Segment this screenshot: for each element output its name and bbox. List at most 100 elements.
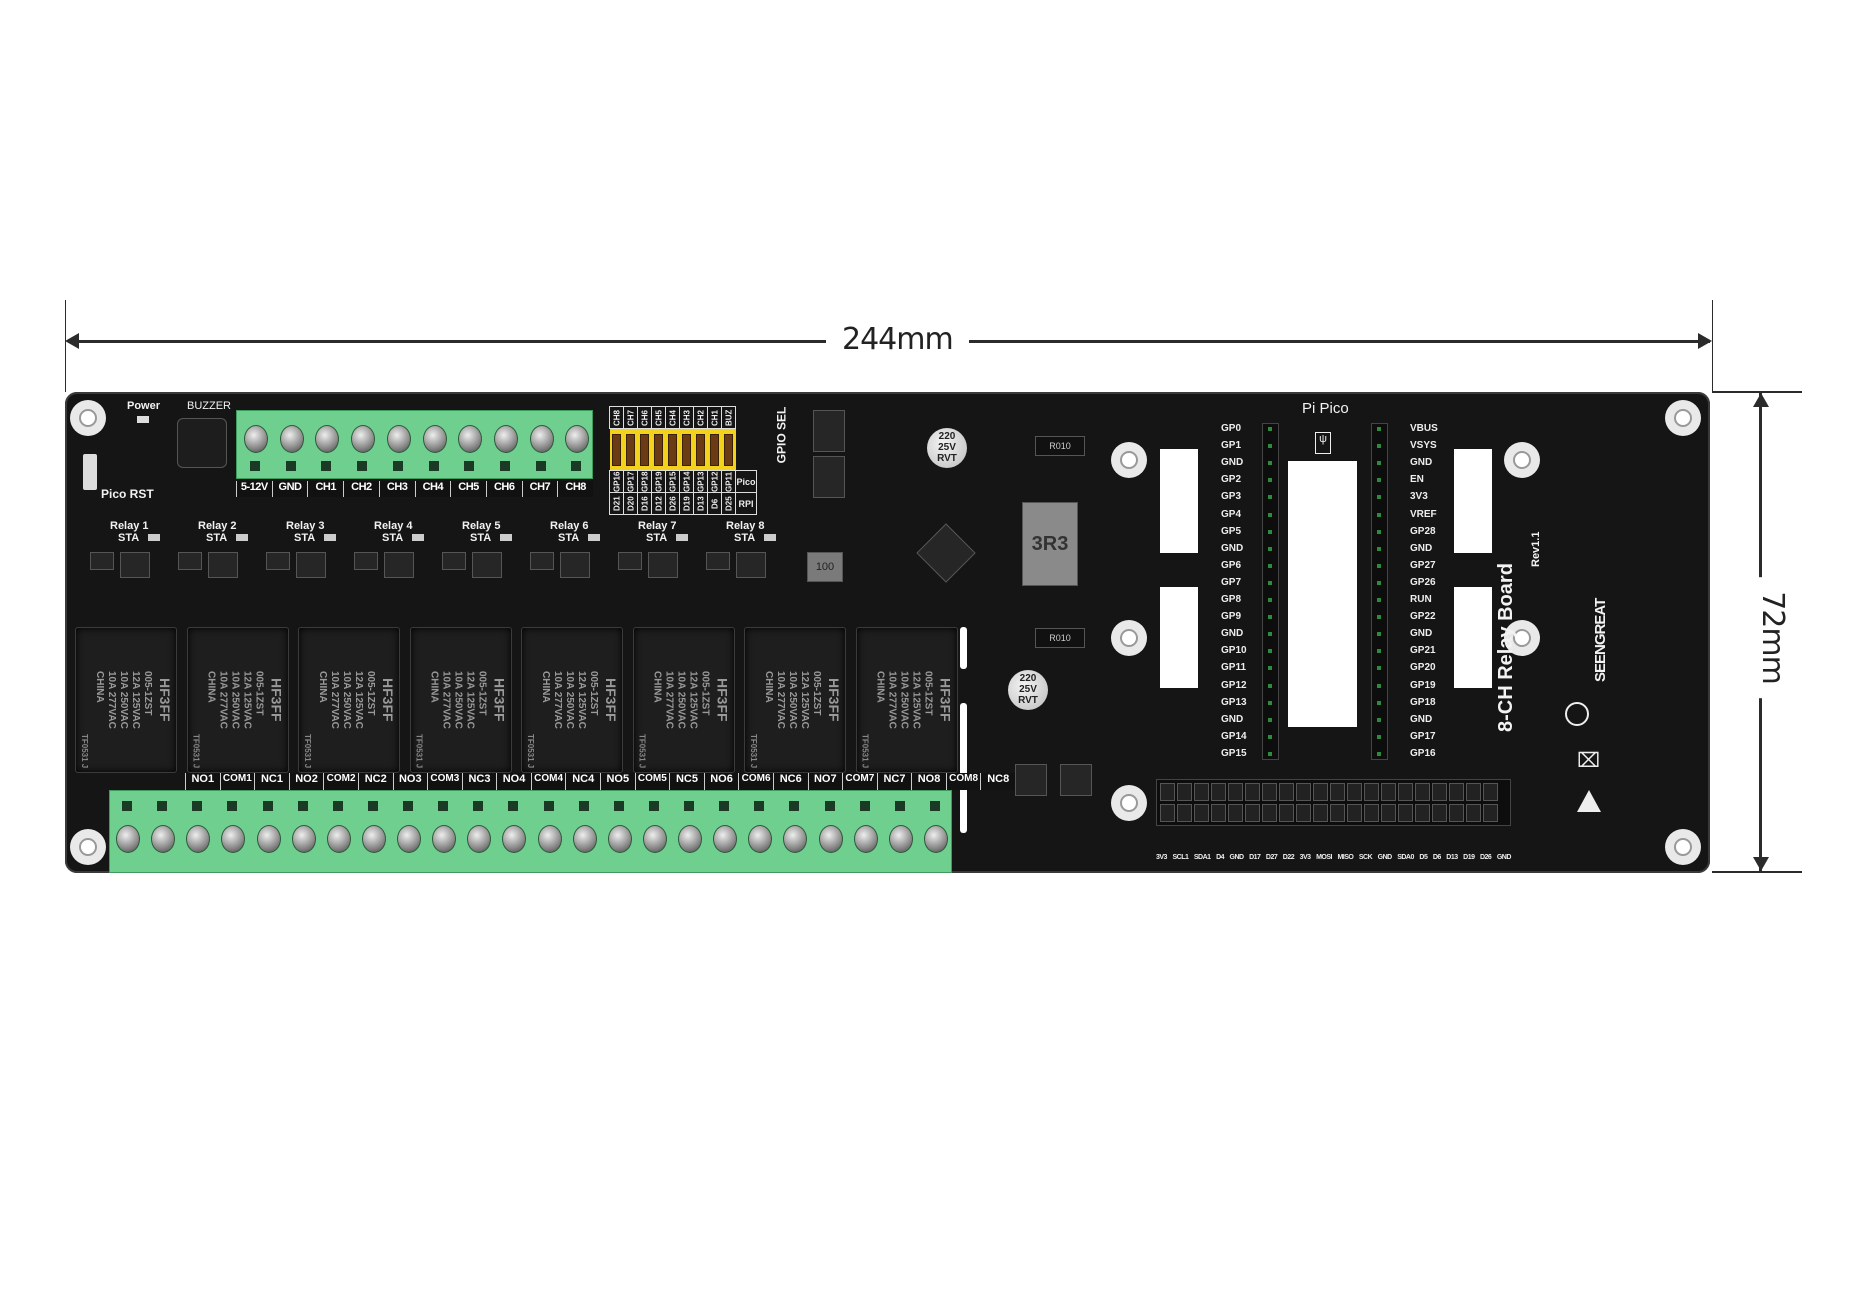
gpio-rpi-pin: D12 — [651, 492, 666, 515]
relay-model: HF3FF — [714, 678, 731, 722]
gpio-pico-pin: GP17 — [623, 470, 638, 493]
pico-left-pin-label: GP10 — [1221, 645, 1247, 657]
header-pin-socket — [1262, 783, 1277, 801]
gpio-pico-pin: GP18 — [637, 470, 652, 493]
pico-left-pin-label: GP15 — [1221, 747, 1247, 759]
optocoupler — [384, 552, 414, 578]
relay-indicator-label: Relay 4 — [374, 520, 413, 532]
pico-right-pin-label: VREF — [1410, 508, 1437, 520]
rpi-header-label: GND — [1377, 854, 1393, 861]
header-pin-socket — [1398, 783, 1413, 801]
header-pin-socket — [1160, 803, 1175, 822]
gpio-rpi-pin: D6 — [707, 492, 722, 515]
pico-left-pin-label: GP5 — [1221, 525, 1242, 537]
relay-status-label: STA — [470, 532, 492, 544]
header-pin-socket — [1432, 783, 1447, 801]
terminal-screw — [361, 825, 386, 853]
jumper-cell — [637, 428, 652, 471]
board-title: 8-CH Relay Board — [1495, 563, 1517, 732]
reset-button[interactable] — [83, 454, 97, 490]
ic-chip — [813, 410, 845, 452]
pin-icon — [1377, 495, 1381, 500]
jumper-icon — [710, 433, 719, 466]
terminal-wire-slot — [859, 801, 870, 811]
pico-right-pin-label: 3V3 — [1410, 491, 1428, 503]
terminal-screw — [818, 825, 843, 853]
relay-marking: 005-1ZST 12A 125VAC 10A 250VAC 10A 277VA… — [94, 671, 153, 729]
pin-icon — [1377, 717, 1381, 722]
terminal-screw — [315, 425, 340, 453]
pico-right-header — [1371, 423, 1388, 760]
table-spacer — [736, 407, 757, 429]
pin-icon — [1268, 444, 1272, 449]
pin-icon — [1268, 632, 1272, 637]
jumper-cell — [623, 428, 638, 471]
pico-left-pin-label: GND — [1221, 713, 1244, 725]
pico-left-pin-label: GP13 — [1221, 696, 1247, 708]
pin-icon — [1377, 461, 1381, 466]
pico-left-pin-label: GP11 — [1221, 662, 1247, 674]
jumper-cell — [609, 428, 624, 471]
input-terminal-label: CH2 — [343, 481, 379, 497]
pico-right-pin-label: GND — [1410, 628, 1433, 640]
arrow-down-icon — [1753, 857, 1769, 871]
pin-icon — [1377, 478, 1381, 483]
input-terminal-block — [236, 410, 593, 479]
pico-right-pin-label: GND — [1410, 457, 1433, 469]
jumper-icon — [668, 433, 677, 466]
output-terminal-label: COM5 — [634, 773, 670, 790]
header-pin-socket — [1245, 803, 1260, 822]
header-pin-socket — [1279, 783, 1294, 801]
buzzer-label: BUZZER — [187, 400, 231, 412]
output-terminal-label: NO2 — [288, 773, 324, 790]
optocoupler — [648, 552, 678, 578]
isolation-slot — [960, 703, 967, 833]
relay-status-label: STA — [558, 532, 580, 544]
header-pin-socket — [1211, 783, 1226, 801]
rpi-40pin-header — [1156, 779, 1511, 826]
input-terminal-label: CH7 — [521, 481, 558, 497]
rpi-header-label: D22 — [1282, 854, 1295, 861]
terminal-screw — [529, 425, 554, 453]
terminal-screw — [642, 825, 667, 853]
right-extension-line — [1712, 300, 1713, 392]
power-led-icon — [137, 416, 149, 423]
gpio-pico-pin: GP13 — [693, 470, 708, 493]
gpio-pico-pin: GP12 — [707, 470, 722, 493]
relay-code: TF0531 J — [860, 733, 870, 768]
pin-icon — [1268, 683, 1272, 688]
pin-icon — [1377, 751, 1381, 756]
output-terminal-block — [109, 790, 952, 873]
gpio-rpi-pin: D26 — [665, 492, 680, 515]
transistor — [266, 552, 290, 570]
header-pin-socket — [1194, 783, 1209, 801]
relay-marking: 005-1ZST 12A 125VAC 10A 250VAC 10A 277VA… — [428, 671, 488, 729]
terminal-screw — [713, 825, 738, 853]
header-pin-socket — [1483, 783, 1498, 801]
output-terminal-label: NC4 — [565, 773, 600, 790]
output-terminal-label: COM4 — [530, 773, 566, 790]
pin-icon — [1377, 529, 1381, 534]
relay-status-label: STA — [118, 532, 140, 544]
usb-icon: ψ — [1315, 432, 1331, 454]
jumper-icon — [696, 433, 705, 466]
terminal-screw — [678, 825, 702, 853]
rpi-header-label: D6 — [1432, 854, 1441, 861]
header-pin-socket — [1160, 783, 1175, 801]
rpi-header-label: D5 — [1419, 854, 1428, 861]
terminal-wire-slot — [157, 801, 168, 811]
status-led-icon — [500, 534, 512, 541]
header-pin-socket — [1398, 803, 1413, 822]
pico-left-pin-label: GP2 — [1221, 474, 1242, 486]
pico-right-pin-label: GP21 — [1410, 645, 1436, 657]
status-led-icon — [324, 534, 336, 541]
optocoupler — [296, 552, 326, 578]
input-terminal-label: CH6 — [485, 481, 522, 497]
relay-model: HF3FF — [268, 678, 285, 722]
transistor — [618, 552, 642, 570]
terminal-wire-slot — [297, 801, 308, 811]
ic-chip — [1015, 764, 1047, 796]
rpi-header-label: D17 — [1249, 854, 1261, 861]
terminal-screw — [432, 825, 457, 853]
